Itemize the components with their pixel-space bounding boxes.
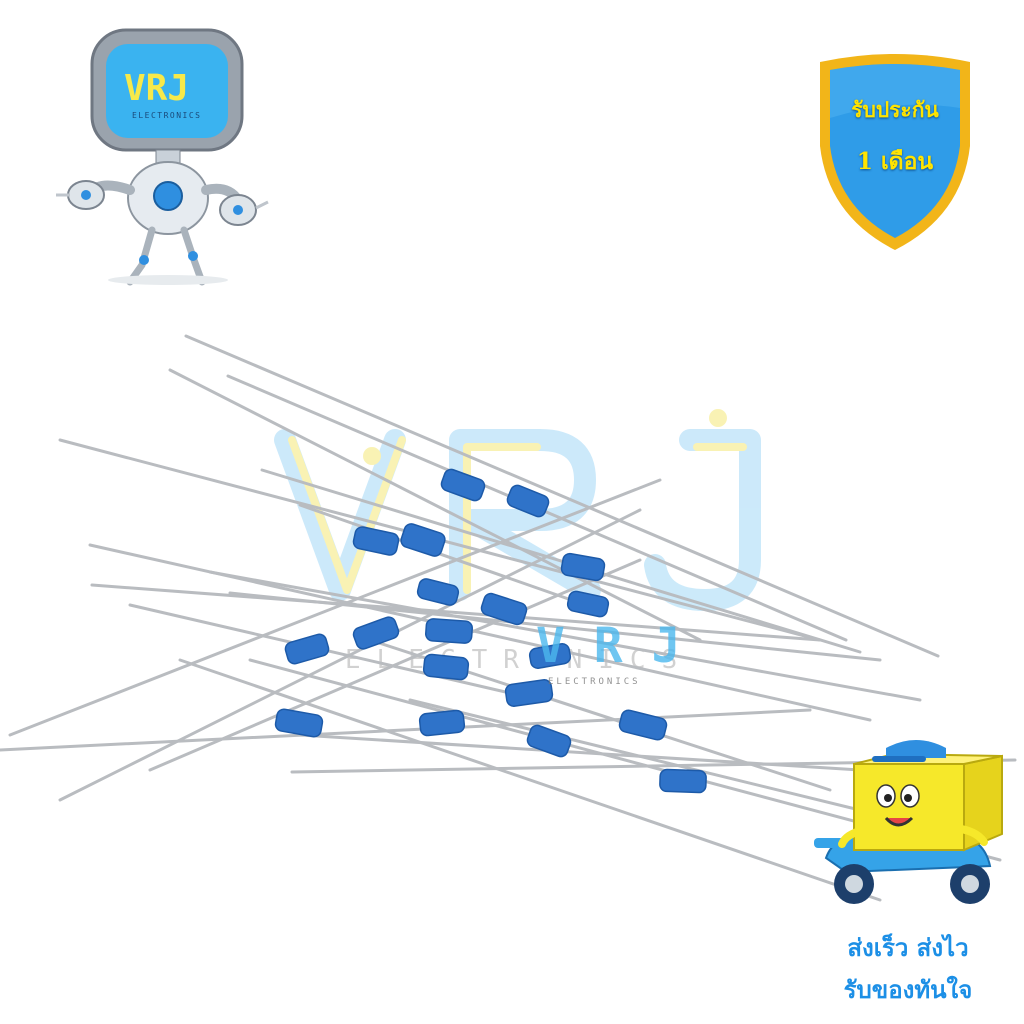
watermark-logo: ELECTRONICS — [274, 409, 761, 675]
warranty-shield-icon — [820, 54, 970, 250]
robot-mascot-logo: VRJ ELECTRONICS — [56, 28, 269, 286]
svg-text:ELECTRONICS: ELECTRONICS — [548, 677, 641, 687]
warranty-line1: รับประกัน — [851, 97, 939, 122]
component-bodies — [274, 468, 707, 794]
logo-tagline-text: ELECTRONICS — [132, 111, 201, 120]
logo-brand-text: VRJ — [124, 68, 189, 109]
delivery-slogan-line2: รับของทันใจ — [843, 976, 973, 1004]
delivery-box-mascot-icon — [814, 740, 1003, 904]
warranty-badge: รับประกัน 1 เดือน — [812, 48, 978, 254]
svg-text:V R J: V R J — [536, 618, 681, 674]
warranty-line2: 1 เดือน — [856, 148, 934, 175]
watermark-small: V R J ELECTRONICS — [536, 618, 681, 687]
delivery-slogan-line1: ส่งเร็ว ส่งไว — [847, 934, 969, 962]
